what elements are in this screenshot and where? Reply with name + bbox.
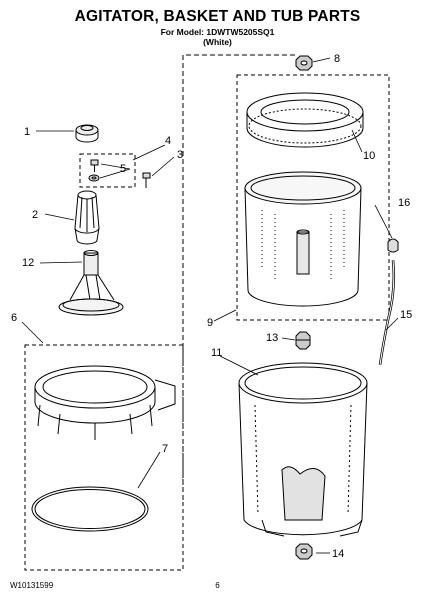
callout-13: 13: [266, 332, 278, 344]
callout-5: 5: [120, 163, 126, 175]
agitator-base: [58, 250, 124, 316]
callout-6: 6: [11, 312, 17, 324]
cap-screw: [90, 159, 99, 172]
model-line: For Model: 1DWTW5205SQ1: [160, 27, 275, 37]
callout-4: 4: [165, 135, 171, 147]
callout-8: 8: [334, 53, 340, 65]
document-number: W10131599: [10, 581, 54, 590]
drive-hub-nut: [295, 331, 311, 350]
agitator-cap: [75, 124, 99, 143]
tub-ring-gasket: [31, 486, 149, 532]
page-number: 6: [215, 581, 220, 590]
callout-16: 16: [398, 197, 410, 209]
basket-group-box: [236, 74, 390, 321]
callout-2: 2: [32, 209, 38, 221]
washer: [88, 174, 100, 182]
tub-ring: [34, 365, 176, 440]
leader-lines: [21, 57, 399, 554]
callout-9: 9: [207, 317, 213, 329]
callout-labels: 1 2 3 4 5 6 7 8 9 10 11 12 13 14 15 16: [11, 53, 412, 560]
tub-ring-group-box: [24, 344, 184, 571]
callout-3: 3: [177, 149, 183, 161]
callout-14: 14: [332, 548, 344, 560]
callout-15: 15: [400, 309, 412, 321]
callout-10: 10: [363, 150, 375, 162]
color-line: (White): [203, 37, 232, 47]
outer-tub: [238, 362, 368, 537]
diagram-title: AGITATOR, BASKET AND TUB PARTS: [74, 8, 361, 25]
callout-12: 12: [22, 257, 34, 269]
callout-7: 7: [162, 443, 168, 455]
spin-basket: [244, 171, 362, 307]
callout-11: 11: [211, 347, 222, 359]
spin-basket-nut: [295, 55, 313, 71]
callout-1: 1: [24, 126, 30, 138]
tub-nut: [295, 543, 313, 560]
overflow-hose: [378, 259, 396, 366]
fastener-group-box: [79, 153, 136, 188]
agitator-auger: [74, 190, 100, 245]
bolt: [142, 172, 151, 188]
balance-ring: [246, 92, 364, 148]
hose-clamp: [387, 238, 399, 253]
